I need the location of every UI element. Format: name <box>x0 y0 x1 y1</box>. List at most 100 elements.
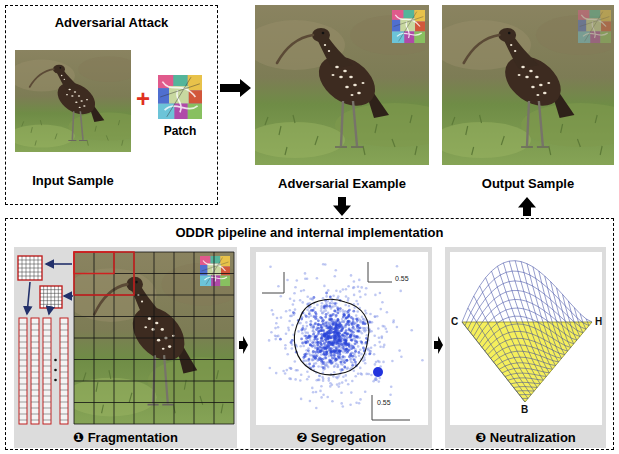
scatter-point <box>359 367 362 370</box>
scatter-point <box>304 327 307 330</box>
scatter-point <box>349 353 352 356</box>
scatter-point <box>368 353 371 356</box>
patch-icon <box>18 268 42 269</box>
scatter-point <box>331 302 334 305</box>
scatter-point <box>396 326 399 329</box>
scatter-point <box>379 345 382 348</box>
scatter-point <box>369 313 372 316</box>
scatter-point <box>340 361 343 364</box>
scatter-point <box>288 377 291 380</box>
scatter-point <box>314 311 317 314</box>
scatter-point <box>334 329 337 332</box>
scatter-point <box>359 326 362 329</box>
scatter-point <box>321 335 324 338</box>
scatter-point <box>342 405 345 408</box>
scatter-point <box>356 340 359 343</box>
scatter-point <box>309 323 312 326</box>
surface-mesh <box>516 390 534 391</box>
scatter-point <box>274 327 277 330</box>
scatter-point <box>309 400 312 403</box>
scatter-point <box>315 379 318 382</box>
scatter-point <box>343 335 346 338</box>
vector-column <box>19 384 27 385</box>
scatter-point <box>286 279 289 282</box>
scatter-point <box>329 296 332 299</box>
scatter-point <box>341 368 344 371</box>
scatter-point <box>294 286 297 289</box>
scatter-point <box>285 310 288 313</box>
scatter-point <box>338 382 341 385</box>
output-image <box>432 5 619 165</box>
scatter-point <box>286 353 289 356</box>
scatter-point <box>344 304 347 307</box>
scatter-point <box>316 277 319 280</box>
vector-column <box>31 408 39 409</box>
scatter-point <box>342 288 345 291</box>
scatter-point <box>306 308 309 311</box>
scatter-point <box>279 338 282 341</box>
vector-column <box>19 354 27 355</box>
scatter-point <box>292 303 295 306</box>
scatter-point <box>332 295 335 298</box>
scatter-point <box>333 349 336 352</box>
scatter-point <box>364 390 367 393</box>
scatter-point <box>378 341 381 344</box>
scatter-point <box>341 320 344 323</box>
scatter-point <box>323 333 326 336</box>
surface-mesh <box>533 267 562 359</box>
scatter-point <box>292 311 295 314</box>
scatter-point <box>317 323 320 326</box>
vector-column <box>31 420 39 421</box>
scatter-point <box>319 350 322 353</box>
scatter-point <box>362 360 365 363</box>
grid-line <box>214 252 215 424</box>
stage-panel: ❸ Neutralization <box>445 247 606 448</box>
vector-column <box>43 396 51 397</box>
scatter-point <box>356 319 359 322</box>
fragmentation-figure <box>65 252 258 424</box>
scatter-point <box>350 360 353 363</box>
scatter-point <box>274 335 277 338</box>
scatter-point <box>391 360 394 363</box>
patch-icon <box>40 300 62 301</box>
scatter-point <box>303 353 306 356</box>
scatter-point <box>378 361 381 364</box>
scatter-point <box>280 295 283 298</box>
scatter-point <box>310 309 313 312</box>
scatter-point <box>332 343 335 346</box>
scatter-point <box>345 317 348 320</box>
scatter-point <box>330 331 333 334</box>
patch-icon <box>40 286 62 308</box>
scatter-point <box>359 296 362 299</box>
vector-column <box>43 330 51 331</box>
scatter-point <box>335 314 338 317</box>
scatter-point <box>333 371 336 374</box>
scatter-point <box>289 367 292 370</box>
scatter-point <box>331 319 334 322</box>
scatter-point <box>358 402 361 405</box>
scatter-point <box>317 341 320 344</box>
scatter-point <box>280 316 283 319</box>
scatter-point <box>302 356 305 359</box>
segregation-figure <box>268 263 424 409</box>
scatter-point <box>362 321 365 324</box>
scatter-point <box>311 387 314 390</box>
vector-column <box>31 330 39 331</box>
scatter-point <box>324 348 327 351</box>
node-label: Adversarial Example <box>278 176 406 192</box>
scatter-point <box>320 385 323 388</box>
scatter-point <box>399 290 402 293</box>
fragmentation-figure <box>74 252 114 274</box>
scatter-point <box>383 344 386 347</box>
surface-mesh <box>511 382 541 384</box>
surface-mesh <box>508 378 544 380</box>
scatter-point <box>342 355 345 358</box>
scatter-point <box>316 304 319 307</box>
scatter-point <box>294 308 297 311</box>
scatter-point <box>365 287 368 290</box>
scatter-point <box>308 335 311 338</box>
vertex-label: H <box>595 317 602 327</box>
scatter-point <box>339 338 342 341</box>
scatter-point <box>294 360 297 363</box>
scatter-point <box>381 337 384 340</box>
